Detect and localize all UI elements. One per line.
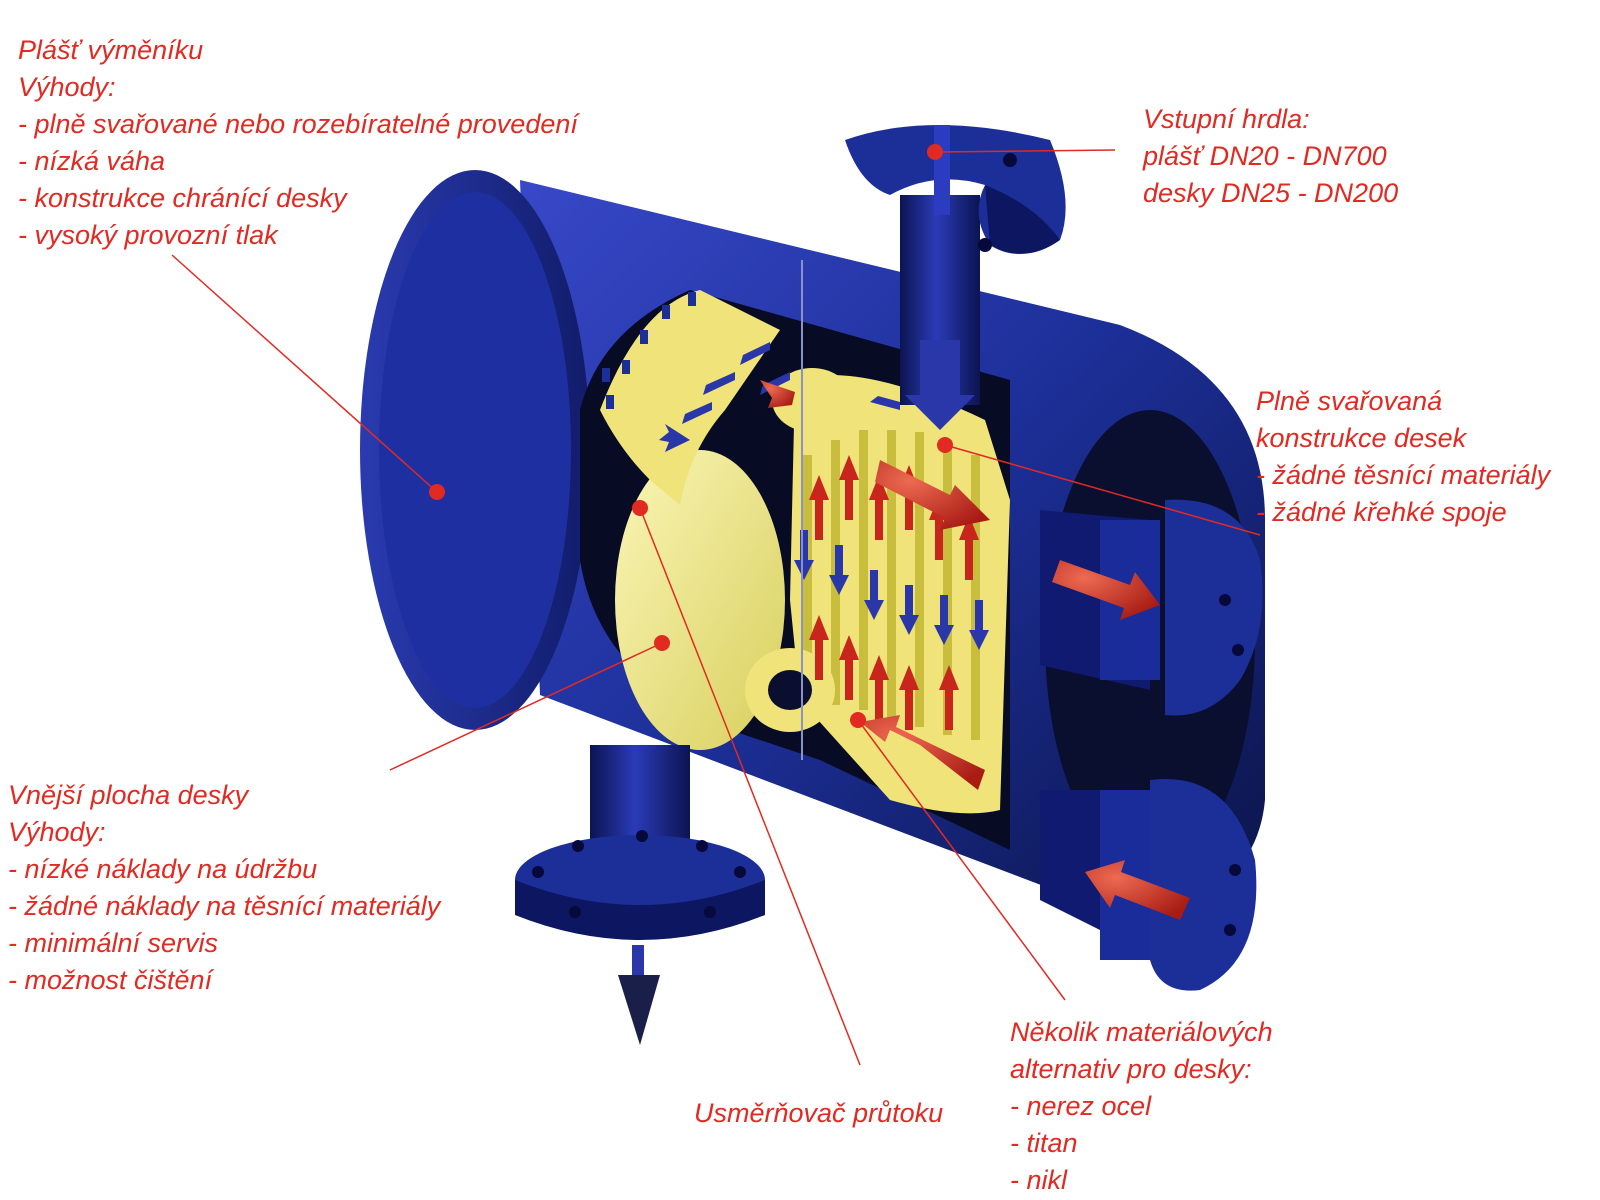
materials-label-item: - nikl <box>1010 1165 1068 1195</box>
outer-surface-label: Vnější plocha desky Výhody: - nízké nákl… <box>8 777 440 999</box>
inlets-label: Vstupní hrdla: plášť DN20 - DN700 desky … <box>1143 101 1398 212</box>
outer-surface-label-item: - nízké náklady na údržbu <box>8 854 318 884</box>
inlets-label-title: Vstupní hrdla: <box>1143 104 1310 134</box>
shell-label-item: - konstrukce chránící desky <box>18 183 347 213</box>
outer-surface-label-item: - žádné náklady na těsnící materiály <box>8 891 441 921</box>
leader-dots <box>429 144 953 728</box>
shell-cutaway <box>580 260 1010 850</box>
materials-label-subtitle: alternativ pro desky: <box>1010 1054 1252 1084</box>
outer-surface-label-item: - možnost čištění <box>8 965 213 995</box>
outer-plate-surface <box>615 450 785 750</box>
shell-label-item: - nízká váha <box>18 146 166 176</box>
leader-lines <box>171 149 1261 1066</box>
shell-label-item: - vysoký provozní tlak <box>18 220 278 250</box>
welded-label-subtitle: konstrukce desek <box>1256 423 1467 453</box>
materials-label-title: Několik materiálových <box>1010 1017 1273 1047</box>
welded-label-title: Plně svařovaná <box>1256 386 1443 416</box>
outer-surface-label-title: Vnější plocha desky <box>8 780 249 810</box>
outer-surface-label-subtitle: Výhody: <box>8 817 106 847</box>
bottom-outlet-nozzle <box>515 745 765 1045</box>
outer-surface-label-item: - minimální servis <box>8 928 219 958</box>
outlet-arrow <box>618 975 660 1045</box>
welded-label-item: - žádné těsnící materiály <box>1256 460 1551 490</box>
inlets-label-item: desky DN25 - DN200 <box>1143 178 1399 208</box>
materials-label-item: - nerez ocel <box>1010 1091 1152 1121</box>
materials-label: Několik materiálových alternativ pro des… <box>1010 1014 1273 1199</box>
top-inlet-nozzle <box>845 125 1066 430</box>
welded-label-item: - žádné křehké spoje <box>1256 497 1507 527</box>
welded-label: Plně svařovaná konstrukce desek - žádné … <box>1256 383 1550 531</box>
flow-director-label: Usměrňovač průtoku <box>694 1095 943 1132</box>
materials-label-item: - titan <box>1010 1128 1078 1158</box>
shell-label: Plášť výměníku Výhody: - plně svařované … <box>18 32 578 254</box>
flow-director-label-title: Usměrňovač průtoku <box>694 1098 944 1128</box>
right-plate-nozzles <box>1040 499 1263 991</box>
shell-label-item: - plně svařované nebo rozebíratelné prov… <box>18 109 578 139</box>
shell-label-title: Plášť výměníku <box>18 35 204 65</box>
shell-label-subtitle: Výhody: <box>18 72 116 102</box>
inlets-label-item: plášť DN20 - DN700 <box>1143 141 1387 171</box>
plate-flow-arrows <box>794 455 989 730</box>
main-flow-arrows <box>760 380 990 790</box>
